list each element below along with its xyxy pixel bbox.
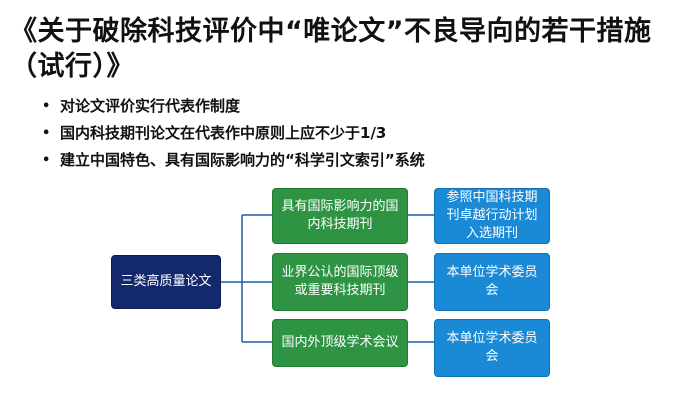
bullet-text: 国内科技期刊论文在代表作中原则上应不少于1/3 (60, 124, 387, 142)
category-node-3: 国内外顶级学术会议 (272, 319, 408, 367)
category-node-2: 业界公认的国际顶级或重要科技期刊 (272, 253, 408, 311)
source-node-2: 本单位学术委员会 (434, 253, 550, 311)
root-node-label: 三类高质量论文 (120, 274, 212, 289)
source-node-label: 本单位学术委员会 (446, 265, 538, 298)
source-node-label: 参照中国科技期刊卓越行动计划入选期刊 (446, 190, 538, 241)
source-node-3: 本单位学术委员会 (434, 319, 550, 377)
bullet-text: 建立中国特色、具有国际影响力的“科学引文索引”系统 (60, 151, 425, 169)
category-node-label: 具有国际影响力的国内科技期刊 (281, 199, 399, 232)
bullet-item: • 国内科技期刊论文在代表作中原则上应不少于1/3 (40, 120, 680, 147)
root-node: 三类高质量论文 (111, 255, 221, 309)
bullet-item: • 建立中国特色、具有国际影响力的“科学引文索引”系统 (40, 147, 680, 174)
slide-title: 《关于破除科技评价中“唯论文”不良导向的若干措施（试行）》 (10, 16, 652, 82)
bullet-dot-icon: • (42, 153, 51, 168)
category-node-1: 具有国际影响力的国内科技期刊 (272, 188, 408, 244)
source-node-1: 参照中国科技期刊卓越行动计划入选期刊 (434, 188, 550, 244)
bullet-item: • 对论文评价实行代表作制度 (40, 93, 680, 120)
bullet-text: 对论文评价实行代表作制度 (60, 97, 241, 115)
bullet-dot-icon: • (42, 99, 51, 114)
bullet-list: • 对论文评价实行代表作制度 • 国内科技期刊论文在代表作中原则上应不少于1/3 •… (40, 93, 680, 174)
source-node-label: 本单位学术委员会 (446, 331, 538, 364)
category-node-label: 业界公认的国际顶级或重要科技期刊 (281, 265, 399, 298)
bullet-dot-icon: • (42, 126, 51, 141)
category-node-label: 国内外顶级学术会议 (281, 335, 399, 350)
